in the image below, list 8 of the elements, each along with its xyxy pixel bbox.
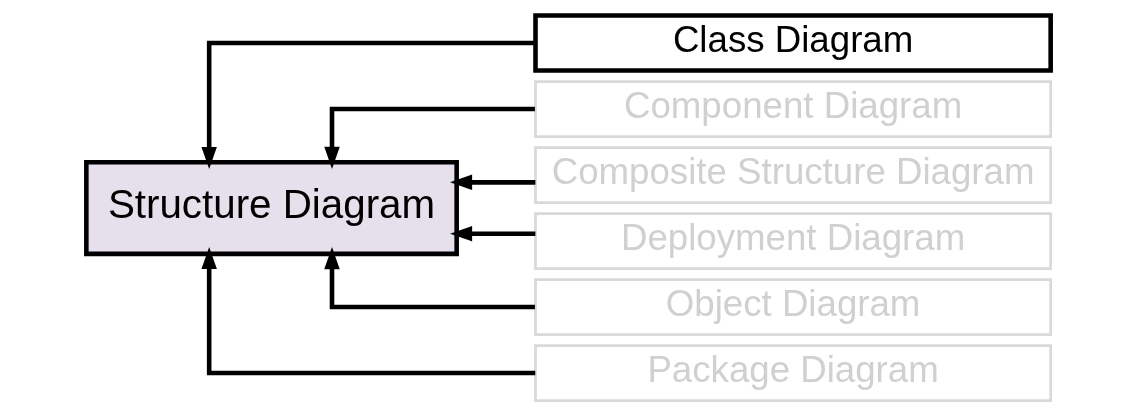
arrow — [449, 174, 535, 191]
arrow — [200, 247, 535, 376]
arrow — [200, 40, 535, 169]
arrow — [323, 106, 535, 169]
node-box: Class Diagram — [532, 13, 1053, 73]
arrow — [449, 225, 535, 242]
node-box: Structure Diagram — [83, 159, 459, 257]
arrow — [323, 247, 535, 310]
